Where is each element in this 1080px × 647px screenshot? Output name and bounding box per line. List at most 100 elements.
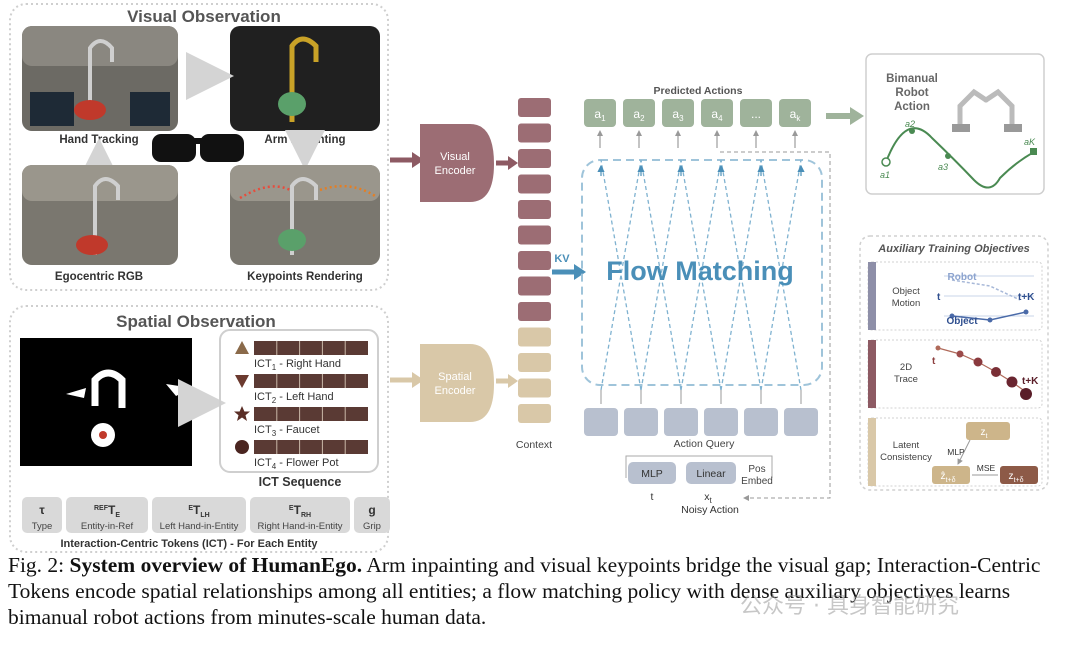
spatial-encoder-label-2: Encoder: [435, 385, 476, 397]
context-token: [518, 149, 551, 168]
glasses-icon: [152, 134, 244, 162]
pos-embed-label-1: Pos: [748, 464, 765, 475]
robot-arms-icon: [952, 88, 1022, 132]
visual-encoder-label-2: Encoder: [435, 165, 476, 177]
predicted-action-token: ak: [779, 99, 811, 148]
context-token: [518, 251, 551, 270]
visual-observation-panel: Visual Observation Hand Tracking Arm Inp…: [9, 3, 389, 291]
ict-token-label: Left Hand-in-Entity: [160, 521, 239, 532]
object-motion-label-2: Motion: [892, 298, 921, 309]
pos-embed-label-2: Embed: [741, 476, 773, 487]
object-motion-tk: t+K: [1018, 292, 1035, 303]
hand-tracking-image: [22, 26, 178, 131]
flow-matching-label: Flow Matching: [606, 256, 793, 286]
watermark: 公众号 · 具身智能研究: [740, 594, 959, 619]
keypoints-rendering-label: Keypoints Rendering: [247, 271, 363, 283]
arm-inpainting-label: Arm Inpainting: [264, 134, 345, 146]
context-token: [518, 98, 551, 117]
spatial-observation-panel: Spatial Observation ICT Sequence ICT1 - …: [9, 305, 390, 553]
keypoints-rendering-image: [230, 165, 380, 265]
triangle-down-icon: [235, 375, 249, 388]
ict-item: ICT1 - Right Hand: [235, 341, 368, 372]
predicted-action-token: a3: [662, 99, 694, 148]
kv-arrow: KV: [552, 253, 586, 280]
kv-label: KV: [554, 253, 570, 265]
spatial-encoder-label-1: Spatial: [438, 371, 472, 383]
bimanual-title-2: Robot: [895, 87, 928, 99]
ict-item-label: ICT2 - Left Hand: [254, 391, 334, 405]
predicted-action-label: ...: [751, 107, 761, 121]
ict-token-label: Right Hand-in-Entity: [257, 521, 342, 532]
ict-token-label: Entity-in-Ref: [81, 521, 134, 532]
context-token: [518, 353, 551, 372]
segmentation-mask-image: [20, 338, 192, 466]
context-token: [518, 123, 551, 143]
visual-encoder-label-1: Visual: [440, 151, 470, 163]
hand-tracking-label: Hand Tracking: [59, 134, 138, 146]
attention-cross-lines: [597, 159, 805, 391]
triangle-up-icon: [235, 341, 249, 354]
egocentric-rgb-image: [22, 165, 178, 265]
ict-token-cell: REFTE Entity-in-Ref: [66, 497, 148, 533]
noisy-action-label: Noisy Action: [681, 504, 739, 516]
ict-item: ICT3 - Faucet: [234, 406, 368, 438]
action-query-token: [624, 408, 658, 436]
bimanual-title-1: Bimanual: [886, 73, 938, 85]
predicted-action-label: ak: [790, 107, 802, 123]
bimanual-point-a2: a2: [905, 119, 915, 129]
predicted-action-token: a1: [584, 99, 616, 148]
latent-label-2: Consistency: [880, 452, 932, 463]
robot-trace-label: Robot: [948, 272, 978, 283]
t-input-label: t: [651, 491, 654, 503]
latent-mlp-label: MLP: [947, 447, 965, 457]
action-query-token: [584, 408, 618, 436]
ict-token-symbol: ETRH: [289, 503, 311, 519]
ict-token-symbol: REFTE: [94, 503, 120, 519]
ict-item-label: ICT4 - Flower Pot: [254, 457, 339, 471]
figure-caption: Fig. 2: System overview of HumanEgo. Arm…: [8, 552, 1074, 630]
visual-encoder: Visual Encoder: [390, 124, 518, 202]
predicted-action-label: a1: [594, 107, 606, 123]
trace-label-2: Trace: [894, 374, 918, 385]
trace-t: t: [932, 356, 936, 367]
ict-token-cell: ETRH Right Hand-in-Entity: [250, 497, 350, 533]
context-token: [518, 200, 551, 219]
context-label: Context: [516, 439, 552, 451]
z-t-label: zt: [981, 427, 988, 440]
bimanual-point-a1: a1: [880, 170, 890, 180]
ict-token-label: Type: [32, 521, 53, 532]
action-query-token: [744, 408, 778, 436]
mse-label: MSE: [977, 463, 996, 473]
predicted-action-token: ...: [740, 99, 772, 148]
ict-sequence-box: [219, 329, 379, 473]
context-token: [518, 327, 551, 347]
ict-token-bar: [254, 440, 368, 454]
context-token: [518, 378, 551, 398]
action-query-token: [784, 408, 818, 436]
action-query-token: [664, 408, 698, 436]
latent-label-1: Latent: [893, 440, 920, 451]
action-query-token: [704, 408, 738, 436]
context-token: [518, 174, 551, 194]
ict-token-bar: [254, 407, 368, 421]
context-token-column: [518, 98, 551, 423]
visual-observation-title: Visual Observation: [127, 7, 281, 26]
predicted-action-label: a3: [672, 107, 684, 123]
context-token: [518, 302, 551, 321]
ict-token-label: Grip: [363, 521, 381, 532]
ict-token-symbol: g: [368, 503, 375, 517]
ict-token-bar: [254, 341, 368, 355]
xt-input-label: xt: [704, 491, 712, 505]
linear-block: [686, 462, 736, 484]
predicted-action-token: a2: [623, 99, 655, 148]
linear-label: Linear: [696, 468, 726, 480]
mlp-block: [628, 462, 676, 484]
predicted-actions-label: Predicted Actions: [654, 85, 743, 97]
spatial-encoder: Spatial Encoder: [390, 344, 518, 422]
bimanual-robot-action-panel: Bimanual Robot Action a1 a2 a3 aK: [865, 53, 1045, 195]
caption-bold: System overview of HumanEgo.: [69, 553, 363, 577]
arm-inpainting-image: [230, 26, 380, 131]
